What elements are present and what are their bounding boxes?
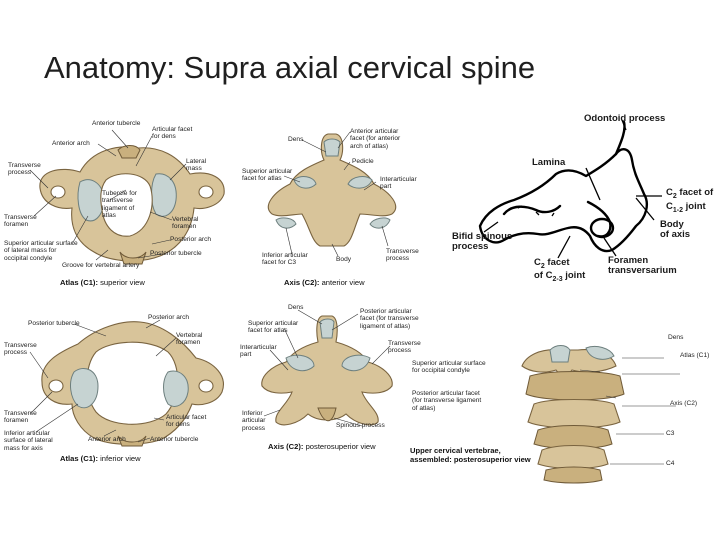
label-interarticular-part: Interarticular part <box>380 176 417 191</box>
caption-atlas-inferior: Atlas (C1): inferior view <box>60 454 141 463</box>
axis-anterior-illustration <box>267 131 397 257</box>
label-lateral-mass: Lateral mass <box>186 158 207 173</box>
label-posterior-tubercle: Posterior tubercle <box>150 250 202 257</box>
label-anterior-tubercle: Anterior tubercle <box>92 120 141 127</box>
caption-assembled: Upper cervical vertebrae,assembled: post… <box>410 446 531 464</box>
label-articular-facet-dens: Articular facet for dens <box>166 414 207 429</box>
label-superior-articular-surface: Superior articular surface of lateral ma… <box>4 240 78 262</box>
label-inferior-articular-surface: Inferior articular surface of lateral ma… <box>4 430 53 452</box>
label-dens: Dens <box>288 304 304 311</box>
label-anterior-articular-facet: Anterior articular facet (for anterior a… <box>350 128 401 150</box>
label-spinous-process: Spinous process <box>336 422 385 429</box>
label-superior-articular-surface: Superior articular surface for occipital… <box>412 360 486 375</box>
label-c3: C3 <box>666 430 675 437</box>
label-lamina: Lamina <box>532 157 566 168</box>
atlas-inferior-illustration <box>29 319 224 447</box>
caption-atlas-superior: Atlas (C1): superior view <box>60 278 145 287</box>
label-bifid-spinous-process: Bifid spinous process <box>452 231 513 252</box>
label-transverse-process: Transverse process <box>4 342 37 357</box>
label-vertebral-foramen: Vertebral foramen <box>172 216 199 231</box>
label-groove-vertebral-artery: Groove for vertebral artery <box>62 262 140 269</box>
assembled-vertebrae-panel: Dens Atlas (C1) Superior articular surfa… <box>410 330 710 510</box>
axis-anterior-panel: Dens Anterior articular facet (for anter… <box>240 110 430 290</box>
assembled-vertebrae-illustration <box>521 345 680 484</box>
label-odontoid-process: Odontoid process <box>584 113 666 124</box>
label-body-of-axis: Body of axis <box>660 219 691 240</box>
label-inferior-articular-facet: Inferior articular facet for C3 <box>262 252 308 267</box>
label-posterior-arch: Posterior arch <box>148 314 190 321</box>
label-superior-articular-facet: Superior articular facet for atlas <box>248 320 299 335</box>
axis-line-drawing <box>478 119 662 259</box>
caption-axis-anterior: Axis (C2): anterior view <box>284 278 365 287</box>
label-transverse-process: Transverse process <box>8 162 41 177</box>
atlas-superior-illustration <box>29 129 225 265</box>
page-title: Anatomy: Supra axial cervical spine <box>44 50 536 85</box>
atlas-superior-panel: Anterior tubercle Anterior arch Articula… <box>0 110 240 290</box>
label-axis: Axis (C2) <box>670 400 698 407</box>
label-posterior-arch: Posterior arch <box>170 236 212 243</box>
label-atlas: Atlas (C1) <box>680 352 710 359</box>
label-articular-facet-dens: Articular facet for dens <box>152 126 193 141</box>
label-transverse-process: Transverse process <box>388 340 421 355</box>
label-posterior-tubercle: Posterior tubercle <box>28 320 80 327</box>
label-dens: Dens <box>288 136 304 143</box>
caption-axis-posterosuperior: Axis (C2): posterosuperior view <box>268 442 376 451</box>
axis-posterosuperior-illustration <box>261 309 393 427</box>
label-anterior-arch: Anterior arch <box>52 140 90 147</box>
label-anterior-arch: Anterior arch <box>88 436 126 443</box>
label-dens: Dens <box>668 334 684 341</box>
label-anterior-tubercle: Anterior tubercle <box>150 436 199 443</box>
label-superior-articular-facet: Superior articular facet for atlas <box>242 168 293 183</box>
label-posterior-articular-facet: Posterior articular facet (for transvers… <box>360 308 419 330</box>
axis-posterosuperior-panel: Dens Posterior articular facet (for tran… <box>238 300 421 460</box>
label-c4: C4 <box>666 460 675 467</box>
label-posterior-articular-facet: Posterior articular facet (for transvers… <box>412 390 482 412</box>
atlas-inferior-panel: Posterior tubercle Posterior arch Verteb… <box>0 306 240 468</box>
label-body: Body <box>336 256 352 263</box>
label-interarticular-part: Interarticular part <box>240 344 277 359</box>
label-inferior-articular-process: Inferior articular process <box>242 410 266 432</box>
label-transverse-foramen: Transverse foramen <box>4 410 37 425</box>
label-foramen-transversarium: Foramen transversarium <box>608 255 677 276</box>
label-pedicle: Pedicle <box>352 158 374 165</box>
label-transverse-foramen: Transverse foramen <box>4 214 37 229</box>
label-transverse-process: Transverse process <box>386 248 419 263</box>
label-vertebral-foramen: Vertebral foramen <box>176 332 203 347</box>
label-tubercle-ligament: Tubercle for transverse ligament of atla… <box>102 190 137 220</box>
